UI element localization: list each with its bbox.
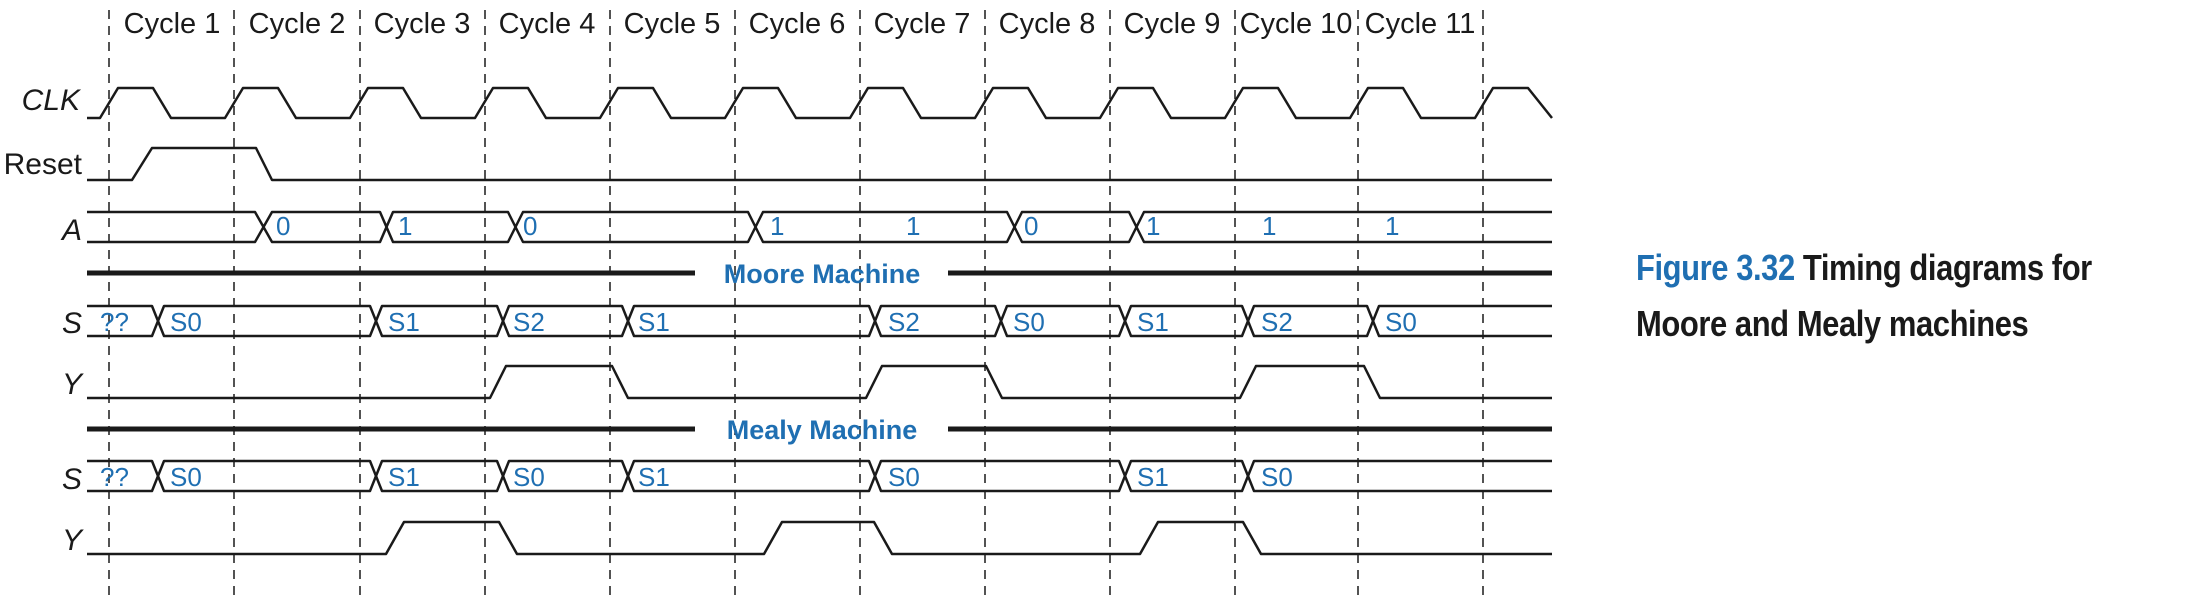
a-value: 1: [398, 211, 412, 241]
cycle-label: Cycle 10: [1240, 8, 1353, 40]
figure-number: Figure 3.32: [1636, 247, 1795, 288]
signal-label-reset: Reset: [4, 148, 83, 181]
cycle-label: Cycle 9: [1124, 8, 1221, 40]
moore-state-value: S2: [888, 307, 920, 337]
moore-state-value: S0: [1013, 307, 1045, 337]
moore-section-title: Moore Machine: [724, 259, 921, 289]
clk-waveform: [87, 86, 1553, 120]
mealy-state-value: S1: [638, 462, 670, 492]
a-value: 1: [1385, 211, 1399, 241]
cycle-label: Cycle 6: [749, 8, 846, 40]
timing-diagram: Cycle 1 Cycle 2 Cycle 3 Cycle 4 Cycle 5 …: [4, 8, 1553, 600]
signal-label-moore-s: S: [62, 307, 82, 340]
moore-state-value: ??: [100, 307, 129, 337]
mealy-state-value: S0: [888, 462, 920, 492]
mealy-state-value: S0: [170, 462, 202, 492]
mealy-state-value: S0: [1261, 462, 1293, 492]
signal-label-mealy-s: S: [62, 463, 82, 496]
mealy-state-bus: [87, 459, 1552, 493]
figure-caption: Figure 3.32 Timing diagrams for Moore an…: [1636, 240, 2118, 352]
moore-state-value: S1: [1137, 307, 1169, 337]
signal-label-clk: CLK: [22, 84, 82, 117]
mealy-state-value: S1: [388, 462, 420, 492]
reset-waveform: [87, 146, 1552, 182]
cycle-label: Cycle 5: [624, 8, 721, 40]
signal-label-mealy-y: Y: [62, 524, 84, 557]
mealy-state-value: ??: [100, 462, 129, 492]
a-value: 1: [770, 211, 784, 241]
moore-state-value: S0: [170, 307, 202, 337]
figure-caption-text: Timing diagrams for Moore and Mealy mach…: [1636, 247, 2092, 344]
cycle-label: Cycle 8: [999, 8, 1096, 40]
a-value: 1: [906, 211, 920, 241]
mealy-state-value: S1: [1137, 462, 1169, 492]
a-value: 0: [1024, 211, 1038, 241]
signal-label-a: A: [60, 214, 82, 247]
mealy-state-value: S0: [513, 462, 545, 492]
cycle-label: Cycle 2: [249, 8, 346, 40]
cycle-label: Cycle 1: [124, 8, 221, 40]
cycle-label: Cycle 7: [874, 8, 971, 40]
cycle-label: Cycle 4: [499, 8, 596, 40]
mealy-section-title: Mealy Machine: [727, 415, 918, 445]
moore-state-value: S2: [513, 307, 545, 337]
mealy-y-waveform: [87, 520, 1552, 556]
moore-state-value: S1: [388, 307, 420, 337]
a-value: 1: [1262, 211, 1276, 241]
cycle-label: Cycle 3: [374, 8, 471, 40]
a-value: 0: [276, 211, 290, 241]
a-value: 0: [523, 211, 537, 241]
moore-state-value: S1: [638, 307, 670, 337]
moore-y-waveform: [87, 364, 1552, 400]
cycle-label: Cycle 11: [1365, 8, 1476, 40]
moore-state-bus: [87, 304, 1552, 338]
moore-state-value: S0: [1385, 307, 1417, 337]
signal-label-moore-y: Y: [62, 368, 84, 401]
a-waveform: [87, 210, 1552, 244]
a-value: 1: [1146, 211, 1160, 241]
moore-state-value: S2: [1261, 307, 1293, 337]
